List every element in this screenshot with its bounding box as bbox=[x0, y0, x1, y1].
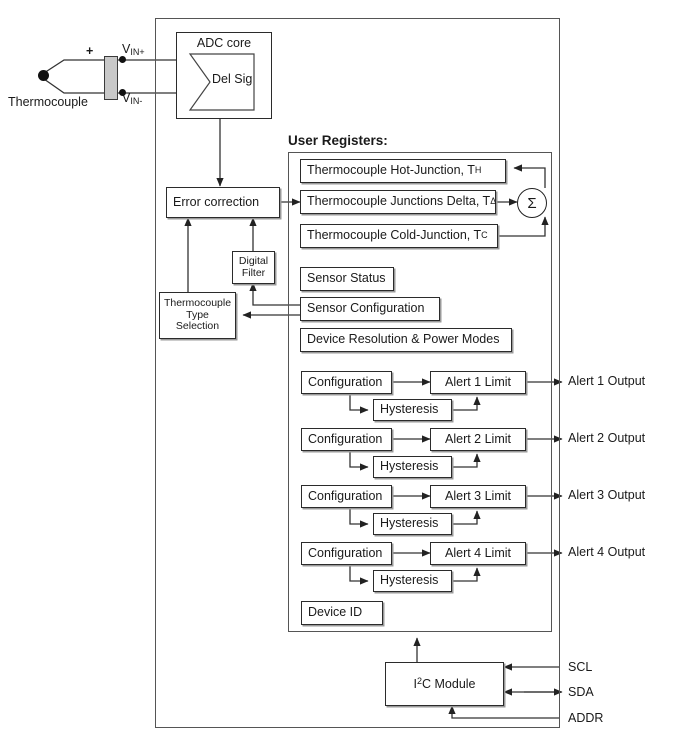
thermocouple-type-selection-block: Thermocouple Type Selection bbox=[159, 292, 236, 339]
digital-filter-label-line1: Digital bbox=[238, 254, 269, 267]
chip-boundary bbox=[155, 18, 560, 728]
thermocouple-junction-dot bbox=[38, 70, 49, 81]
vin-plus-node-dot bbox=[119, 56, 126, 63]
adc-core-label: ADC core bbox=[196, 36, 252, 50]
register-junctions-delta-subscript: Δ bbox=[490, 196, 497, 207]
digital-filter-block: Digital Filter bbox=[232, 251, 275, 284]
del-sig-label: Del Sig bbox=[212, 72, 253, 86]
register-sensor-status-label: Sensor Status bbox=[307, 271, 386, 286]
summation-symbol: Σ bbox=[527, 194, 537, 212]
type-selection-label-line3: Selection bbox=[175, 320, 220, 333]
i2c-module-superscript: 2 bbox=[416, 675, 422, 686]
register-cold-junction-subscript: C bbox=[481, 230, 488, 241]
alert-1-hysteresis: Hysteresis bbox=[373, 399, 452, 421]
alert-3-configuration-label: Configuration bbox=[308, 488, 383, 503]
alert-4-output-label: Alert 4 Output bbox=[568, 545, 646, 559]
alert-4-limit: Alert 4 Limit bbox=[430, 542, 526, 565]
alert-2-configuration: Configuration bbox=[301, 428, 392, 451]
register-hot-junction-subscript: H bbox=[474, 165, 482, 176]
sda-label: SDA bbox=[568, 685, 594, 699]
alert-3-limit-label: Alert 3 Limit bbox=[445, 488, 511, 503]
i2c-module-block: I2C Module bbox=[385, 662, 504, 706]
register-device-id-label: Device ID bbox=[308, 605, 363, 620]
alert-2-limit: Alert 2 Limit bbox=[430, 428, 526, 451]
alert-4-configuration: Configuration bbox=[301, 542, 392, 565]
alert-3-output-label: Alert 3 Output bbox=[568, 488, 646, 502]
alert-1-hysteresis-label: Hysteresis bbox=[380, 402, 439, 417]
error-correction-block: Error correction bbox=[166, 187, 280, 218]
vin-plus-label: VIN+ bbox=[122, 42, 145, 57]
thermocouple-connector bbox=[104, 56, 118, 100]
alert-3-limit: Alert 3 Limit bbox=[430, 485, 526, 508]
user-registers-panel bbox=[288, 152, 552, 632]
alert-4-hysteresis-label: Hysteresis bbox=[380, 573, 439, 588]
alert-4-limit-label: Alert 4 Limit bbox=[445, 545, 511, 560]
alert-1-configuration-label: Configuration bbox=[308, 374, 383, 389]
vin-minus-label: VIN- bbox=[122, 91, 142, 106]
alert-1-output-label: Alert 1 Output bbox=[568, 374, 646, 388]
vin-plus-base: V bbox=[122, 42, 131, 56]
error-correction-label: Error correction bbox=[173, 194, 260, 209]
register-sensor-configuration: Sensor Configuration bbox=[300, 297, 440, 321]
alert-3-hysteresis-label: Hysteresis bbox=[380, 516, 439, 531]
type-selection-label-line1: Thermocouple bbox=[163, 297, 232, 310]
vin-plus-sub: IN+ bbox=[130, 46, 145, 57]
register-device-resolution: Device Resolution & Power Modes bbox=[300, 328, 512, 352]
alert-4-configuration-label: Configuration bbox=[308, 545, 383, 560]
user-registers-heading: User Registers: bbox=[288, 133, 388, 148]
vin-minus-sub: IN- bbox=[130, 95, 143, 106]
alert-2-configuration-label: Configuration bbox=[308, 431, 383, 446]
vin-minus-base: V bbox=[122, 91, 131, 105]
digital-filter-label-line2: Filter bbox=[241, 266, 266, 279]
i2c-module-rest: C Module bbox=[422, 676, 476, 691]
alert-2-output-label: Alert 2 Output bbox=[568, 431, 646, 445]
alert-2-limit-label: Alert 2 Limit bbox=[445, 431, 511, 446]
register-cold-junction-label: Thermocouple Cold-Junction, T bbox=[307, 228, 482, 243]
alert-1-configuration: Configuration bbox=[301, 371, 392, 394]
alert-2-hysteresis-label: Hysteresis bbox=[380, 459, 439, 474]
polarity-plus-label: + bbox=[86, 44, 94, 58]
register-sensor-status: Sensor Status bbox=[300, 267, 394, 291]
i2c-module-label: I2C Module bbox=[413, 675, 476, 692]
alert-1-limit: Alert 1 Limit bbox=[430, 371, 526, 394]
type-selection-label-line2: Type bbox=[186, 308, 209, 321]
register-device-id: Device ID bbox=[301, 601, 383, 625]
alert-3-hysteresis: Hysteresis bbox=[373, 513, 452, 535]
i2c-module-base: I bbox=[413, 676, 417, 691]
addr-label: ADDR bbox=[568, 711, 604, 725]
summation-node: Σ bbox=[517, 188, 547, 218]
register-sensor-configuration-label: Sensor Configuration bbox=[307, 301, 425, 316]
alert-4-hysteresis: Hysteresis bbox=[373, 570, 452, 592]
alert-2-hysteresis: Hysteresis bbox=[373, 456, 452, 478]
scl-label: SCL bbox=[568, 660, 593, 674]
alert-1-limit-label: Alert 1 Limit bbox=[445, 374, 511, 389]
register-hot-junction-label: Thermocouple Hot-Junction, T bbox=[307, 163, 475, 178]
alert-3-configuration: Configuration bbox=[301, 485, 392, 508]
vin-minus-node-dot bbox=[119, 89, 126, 96]
register-device-resolution-label: Device Resolution & Power Modes bbox=[307, 332, 500, 347]
register-junctions-delta-label: Thermocouple Junctions Delta, T bbox=[307, 194, 491, 209]
thermocouple-label: Thermocouple bbox=[8, 95, 88, 109]
del-sig-shape bbox=[188, 53, 255, 111]
